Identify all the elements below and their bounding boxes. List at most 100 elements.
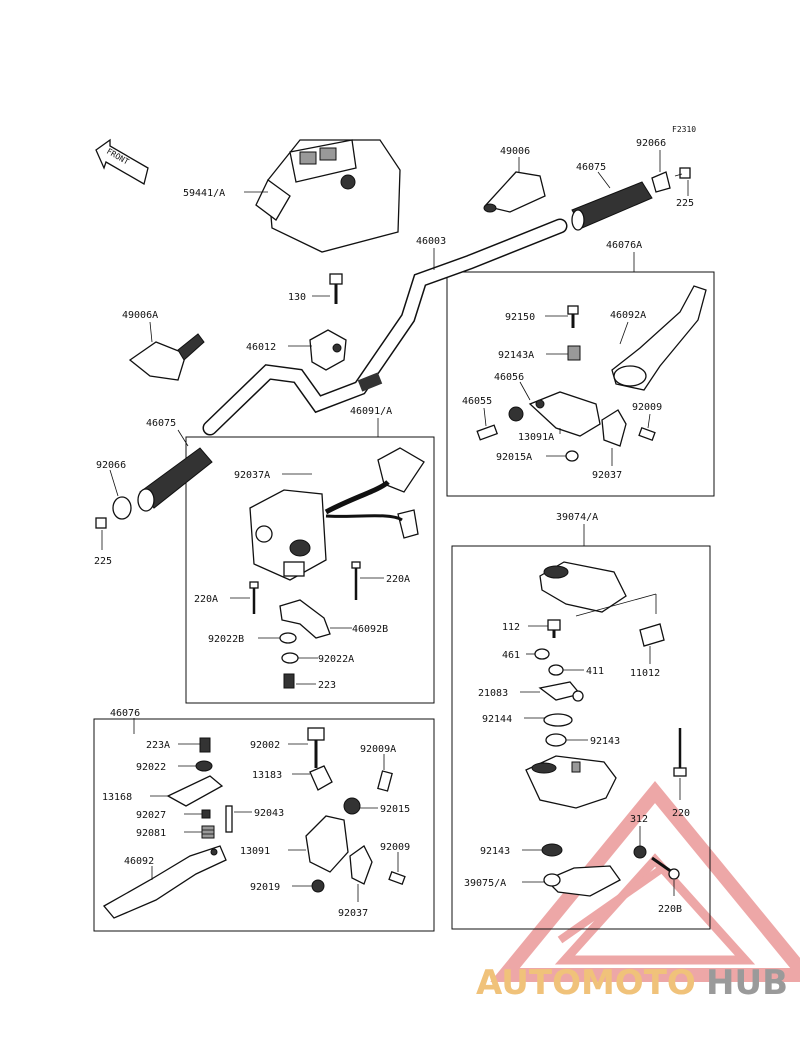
clip-11012-part-icon	[639, 623, 665, 647]
leader-46056	[519, 381, 531, 401]
label-92009-bot: 92009	[380, 842, 410, 853]
grip-left-part-icon	[137, 447, 213, 512]
label-39075a: 39075/A	[464, 878, 506, 889]
end-cap-left-part-icon	[112, 496, 132, 520]
plate-hole-icon	[572, 690, 584, 702]
label-220b: 220B	[658, 904, 682, 915]
grip-right-part-icon	[571, 181, 653, 231]
label-59441a: 59441/A	[183, 188, 225, 199]
screw-220-part-icon	[673, 728, 687, 777]
connector-part-icon	[324, 447, 425, 539]
lever-39075-part-icon	[543, 865, 621, 897]
screw-92009a-part-icon	[377, 770, 393, 792]
label-92143-b: 92143	[480, 846, 510, 857]
weight-left-part-icon	[128, 333, 205, 381]
front-arrow-icon: FRONT	[95, 138, 149, 185]
lever-right-part-icon	[611, 285, 707, 391]
clamp-part-icon	[309, 273, 347, 371]
screw-92009-top-part-icon	[638, 427, 656, 441]
label-92015a: 92015A	[496, 452, 532, 463]
nut-92015-part-icon	[343, 797, 361, 815]
label-21083: 21083	[478, 688, 508, 699]
label-49006: 49006	[500, 146, 530, 157]
screw-46055-part-icon	[476, 424, 499, 441]
leader-46075-left	[177, 429, 189, 447]
pin-92027-part-icon	[201, 809, 211, 819]
label-92037-bot: 92037	[338, 908, 368, 919]
label-49006a: 49006A	[122, 310, 158, 321]
label-411: 411	[586, 666, 604, 677]
washer-92022b-part-icon	[279, 632, 297, 644]
watermark-text-hub: HUB	[706, 963, 788, 1003]
leader-46055	[483, 407, 487, 427]
box-46076a	[446, 271, 715, 497]
label-92002: 92002	[250, 740, 280, 751]
label-13183: 13183	[252, 770, 282, 781]
label-220: 220	[672, 808, 690, 819]
label-92150: 92150	[505, 312, 535, 323]
label-92015: 92015	[380, 804, 410, 815]
seal-92143-part-icon	[545, 733, 567, 747]
label-92144: 92144	[482, 714, 512, 725]
screw-223a-part-icon	[199, 737, 211, 753]
nut-312-part-icon	[633, 845, 647, 859]
plate-13183-part-icon	[309, 765, 333, 791]
label-46091a: 46091/A	[350, 406, 392, 417]
master-cylinder-part-icon	[525, 755, 617, 809]
bolt-left-part-icon	[95, 517, 107, 529]
weight-part-icon	[483, 171, 546, 213]
holder-part-icon	[601, 409, 627, 447]
bolt-part-icon	[674, 167, 691, 179]
cover-part-icon	[255, 139, 401, 253]
choke-lever-part-icon	[279, 599, 331, 639]
label-92022a: 92022A	[318, 654, 354, 665]
label-92066-top: 92066	[636, 138, 666, 149]
ref-code: F2310	[672, 125, 696, 134]
handlebar-part-icon	[202, 218, 568, 436]
leader-49006a	[149, 321, 153, 343]
washer-411-part-icon	[548, 664, 564, 676]
label-46092a: 46092A	[610, 310, 646, 321]
label-39074a: 39074/A	[556, 512, 598, 523]
diaphragm-part-icon	[543, 713, 573, 727]
label-92022b: 92022B	[208, 634, 244, 645]
washer-92022a-part-icon	[281, 652, 299, 664]
label-92009-top: 92009	[632, 402, 662, 413]
label-220a-right: 220A	[386, 574, 410, 585]
box-39074a	[451, 545, 711, 930]
label-92066-left: 92066	[96, 460, 126, 471]
collar-part-icon	[567, 345, 581, 361]
label-112: 112	[502, 622, 520, 633]
nut-92019-part-icon	[311, 879, 325, 893]
screw-220a-right-part-icon	[351, 561, 361, 600]
spring-92081-part-icon	[201, 825, 215, 839]
label-92009a: 92009A	[360, 744, 396, 755]
box-46091a	[185, 436, 435, 704]
label-46092b: 46092B	[352, 624, 388, 635]
label-92143-a: 92143	[590, 736, 620, 747]
screw-220b-part-icon	[651, 856, 680, 880]
label-92043: 92043	[254, 808, 284, 819]
label-46003: 46003	[416, 236, 446, 247]
label-13091: 13091	[240, 846, 270, 857]
bolt-112-part-icon	[547, 619, 561, 638]
label-220a-left: 220A	[194, 594, 218, 605]
leader-92066-left	[109, 469, 119, 497]
label-92081: 92081	[136, 828, 166, 839]
master-cover-part-icon	[539, 561, 657, 617]
label-92037-top: 92037	[592, 470, 622, 481]
label-92037a: 92037A	[234, 470, 270, 481]
nut-part-icon	[565, 450, 579, 462]
label-46076a: 46076A	[606, 240, 642, 251]
label-46076: 46076	[110, 708, 140, 719]
watermark-text-auto: AUTOMOTO	[476, 963, 696, 1003]
label-225-left: 225	[94, 556, 112, 567]
seal-92143-b-part-icon	[541, 843, 563, 857]
leader-92009-top	[647, 413, 651, 429]
label-46012: 46012	[246, 342, 276, 353]
screw-223-part-icon	[283, 673, 295, 689]
washer-92022-part-icon	[195, 760, 213, 772]
screw-92150-part-icon	[567, 305, 579, 328]
